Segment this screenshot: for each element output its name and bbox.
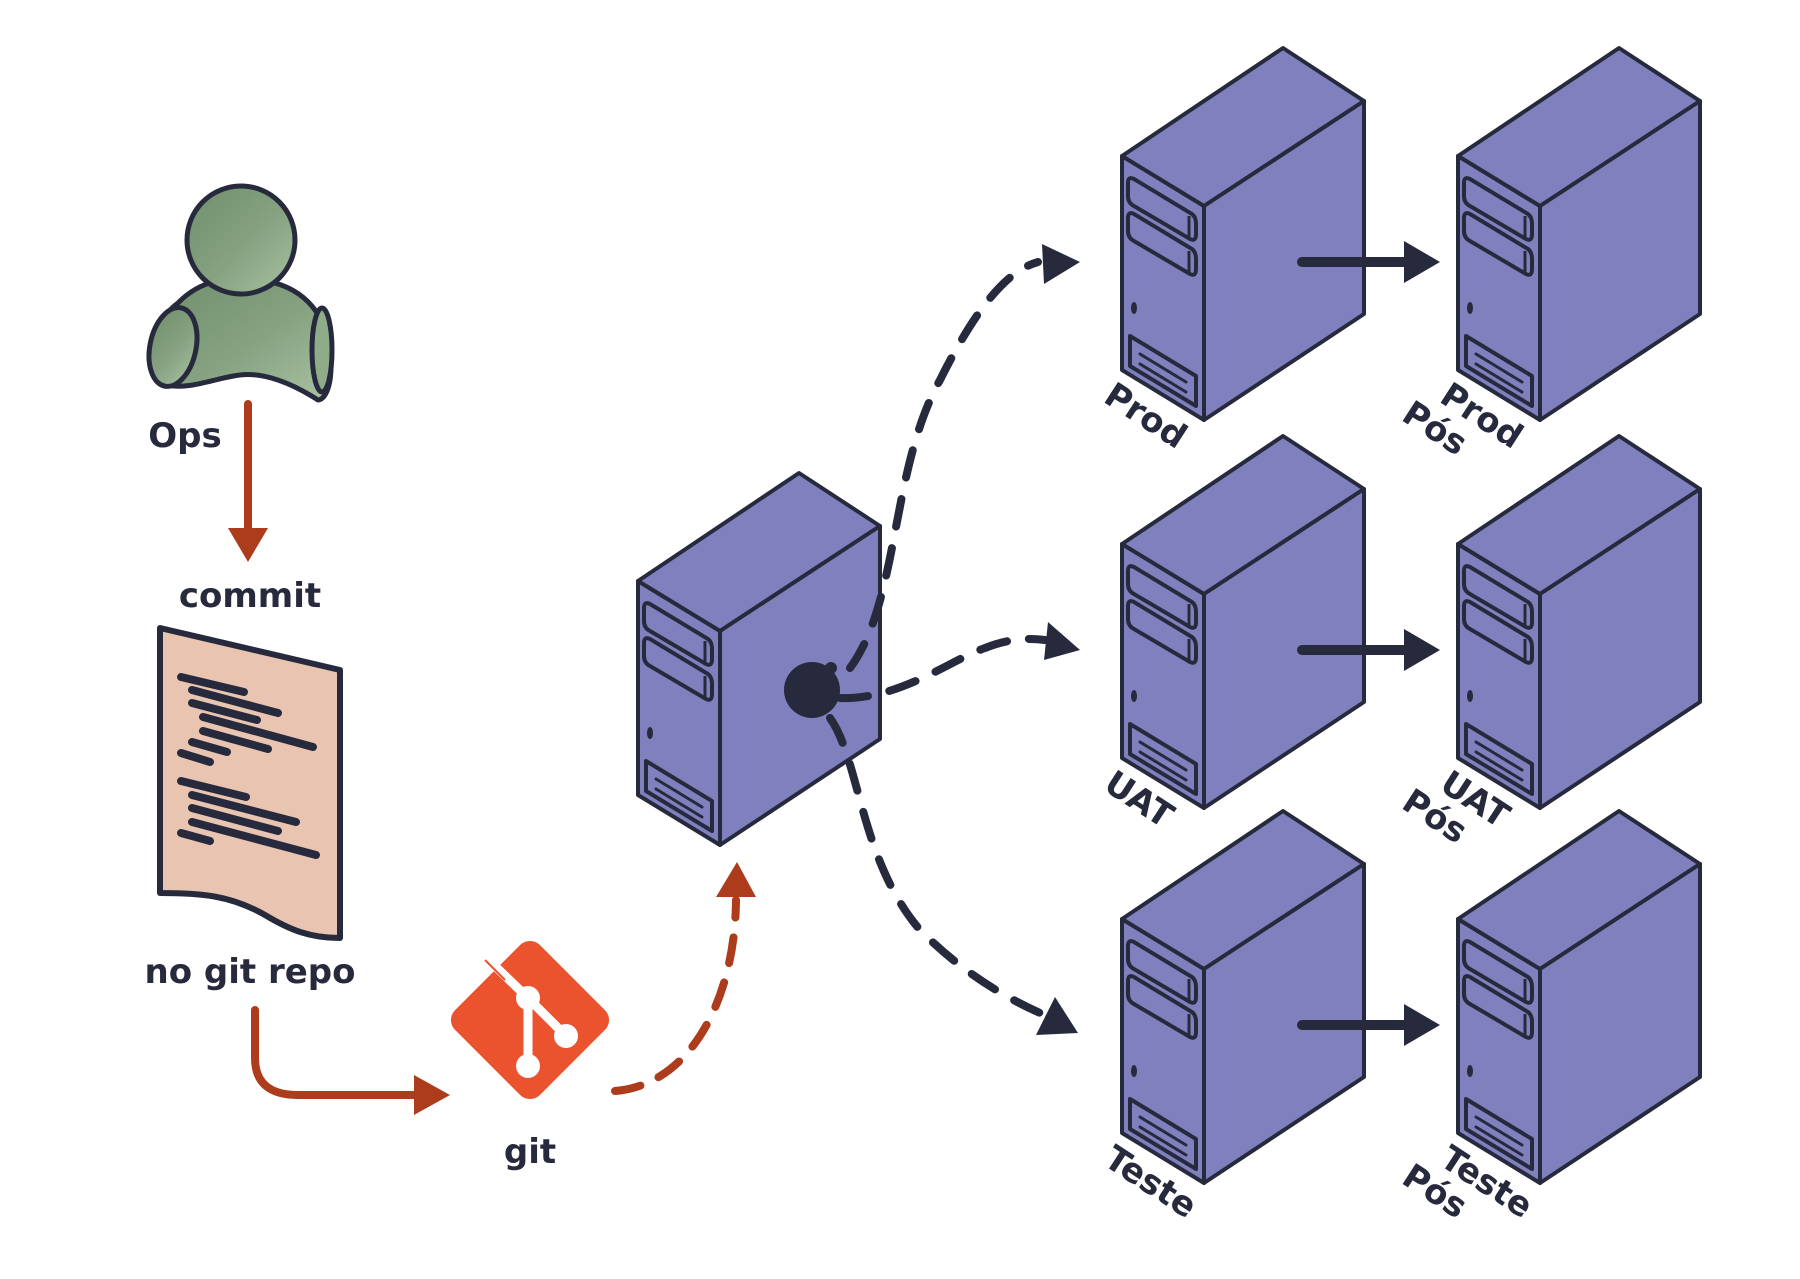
uat-to-pos-arrow	[1297, 629, 1440, 671]
route-prod-arrowhead	[1042, 244, 1080, 284]
uat-server-icon	[1120, 434, 1366, 810]
git-to-server-arrow	[611, 862, 756, 1095]
central-server-icon	[636, 471, 882, 847]
commit-label: commit	[179, 576, 321, 616]
route-to-teste	[826, 714, 1044, 1017]
hub-dot	[784, 662, 840, 718]
document-icon	[157, 625, 343, 941]
ops-label: Ops	[148, 416, 221, 456]
ops-user-icon	[146, 183, 335, 403]
git-label: git	[504, 1132, 556, 1172]
git-logo-icon	[450, 940, 610, 1100]
teste-pos-server-icon	[1456, 809, 1702, 1185]
ops-to-document-arrow	[228, 400, 268, 562]
document-to-git-arrow	[251, 1006, 450, 1115]
prod-server-icon	[1120, 46, 1366, 422]
route-teste-arrowhead	[1036, 997, 1078, 1035]
document-label: no git repo	[144, 952, 355, 992]
hub-routes	[826, 258, 1049, 1017]
prod-to-pos-arrow	[1297, 241, 1440, 283]
teste-server-icon	[1120, 809, 1366, 1185]
teste-to-pos-arrow	[1297, 1004, 1440, 1046]
prod-pos-server-icon	[1456, 46, 1702, 422]
route-to-prod	[846, 258, 1042, 672]
uat-pos-server-icon	[1456, 434, 1702, 810]
route-uat-arrowhead	[1044, 622, 1080, 660]
